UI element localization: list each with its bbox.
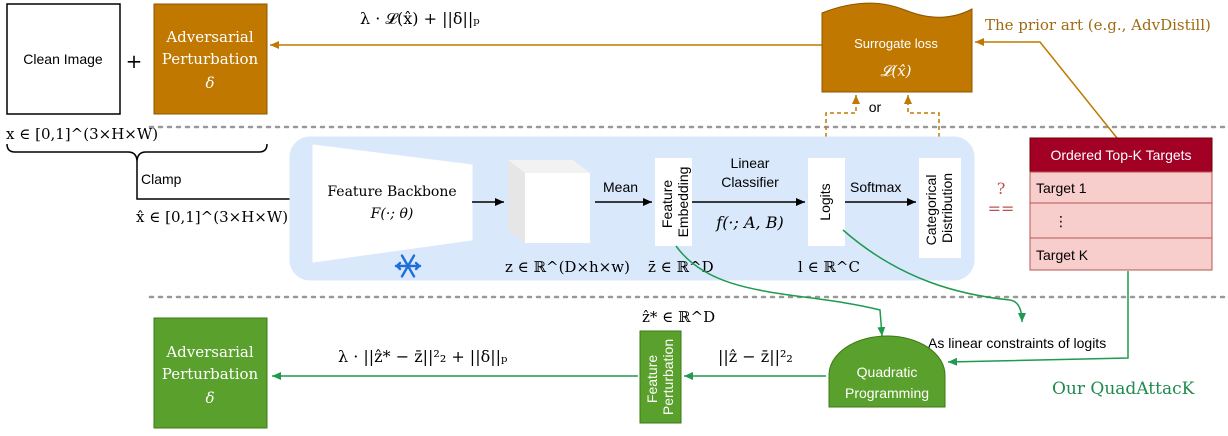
categorical-distribution-box xyxy=(919,158,961,258)
clamp-line xyxy=(136,162,310,203)
feature-backbone: Feature Backbone F(·; θ) xyxy=(312,144,473,263)
feature-embedding-box xyxy=(655,158,692,246)
diff-norm-label: ||ẑ − z̄||²₂ xyxy=(718,347,793,366)
adversarial-perturbation-bottom: Adversarial Perturbation δ xyxy=(153,317,268,429)
logits-label: Logits xyxy=(817,183,833,220)
bottom-objective: λ · ||ẑ* − z̄||²₂ + ||δ||ₚ xyxy=(338,347,507,366)
classifier-formula: f(·; A, B) xyxy=(715,213,783,232)
l-label: l ∈ ℝ^C xyxy=(798,258,860,276)
adv-top-line1: Adversarial xyxy=(165,28,254,46)
zbar-label: z̄ ∈ ℝ^D xyxy=(648,258,714,276)
feature-perturbation-line1: Feature xyxy=(644,355,660,403)
surrogate-formula: 𝓛(x̂) xyxy=(880,62,911,80)
targets-table: Ordered Top-K Targets Target 1 ⋮ Target … xyxy=(1029,137,1213,271)
clean-image-box: Clean Image xyxy=(6,3,121,115)
clean-image-label: Clean Image xyxy=(23,51,103,67)
prior-art-label: The prior art (e.g., AdvDistill) xyxy=(985,16,1211,34)
target-item-k: Target K xyxy=(1036,247,1089,263)
embedding-to-qp-curve xyxy=(675,245,886,337)
clamp-label: Clamp xyxy=(141,171,182,187)
equals-sign: == xyxy=(988,199,1015,218)
top-objective: λ · 𝓛(x̂) + ||δ||ₚ xyxy=(360,9,480,28)
backbone-title: Feature Backbone xyxy=(327,184,456,200)
feature-map-cube xyxy=(508,160,590,243)
mean-label: Mean xyxy=(603,179,638,195)
linear-constraints-label: As linear constraints of logits xyxy=(928,335,1106,351)
plus-sign: + xyxy=(126,49,143,73)
adv-bottom-line2: Perturbation xyxy=(162,365,259,383)
clamp-brace xyxy=(6,143,268,163)
targets-to-qp-line xyxy=(947,271,1129,366)
adversarial-perturbation-top: Adversarial Perturbation δ xyxy=(153,3,268,115)
our-method-label: Our QuadAttacK xyxy=(1052,379,1195,399)
categorical-line2: Distribution xyxy=(939,173,955,243)
feature-perturbation-label: Feature Perturbation xyxy=(644,339,676,415)
snowflake-icon xyxy=(394,254,422,278)
linear-classifier-line2: Classifier xyxy=(721,174,779,190)
adv-bottom-line1: Adversarial xyxy=(165,343,254,361)
target-item-1: Target 1 xyxy=(1036,180,1087,196)
logits-to-constraints-curve xyxy=(842,229,1026,323)
softmax-label: Softmax xyxy=(850,179,901,195)
question-mark: ? xyxy=(997,179,1006,198)
backbone-formula: F(·; θ) xyxy=(370,206,414,222)
adv-bottom-delta: δ xyxy=(205,389,214,407)
adv-top-delta: δ xyxy=(205,74,214,92)
target-item-ellipsis: ⋮ xyxy=(1054,213,1068,229)
logits-to-surrogate-dashed xyxy=(825,95,860,158)
categorical-line1: Categorical xyxy=(923,175,939,246)
feature-embedding-line1: Feature xyxy=(659,180,675,228)
adv-top-line2: Perturbation xyxy=(162,50,259,68)
zstar-label: ẑ* ∈ ℝ^D xyxy=(642,308,715,326)
x-domain-label: x ∈ [0,1]^(3×H×W) xyxy=(6,125,158,143)
feature-perturbation-box xyxy=(639,330,682,424)
qp-line1: Quadratic xyxy=(857,364,918,380)
feature-embedding-line2: Embedding xyxy=(675,167,691,238)
qp-line2: Programming xyxy=(845,385,929,401)
or-label: or xyxy=(869,99,882,115)
categorical-distribution-label: Categorical Distribution xyxy=(923,171,955,246)
targets-to-surrogate-line xyxy=(975,38,1118,139)
quadratic-programming-shape: Quadratic Programming xyxy=(828,335,946,408)
surrogate-loss-shape: Surrogate loss 𝓛(x̂) xyxy=(821,2,973,93)
targets-header: Ordered Top-K Targets xyxy=(1050,147,1191,163)
feature-perturbation-line2: Perturbation xyxy=(660,339,676,415)
feature-embedding-label: Feature Embedding xyxy=(659,167,691,238)
xhat-domain-label: x̂ ∈ [0,1]^(3×H×W) xyxy=(136,208,288,226)
logits-box xyxy=(808,158,845,246)
categorical-to-surrogate-dashed xyxy=(904,95,940,158)
z-label: z ∈ ℝ^(D×h×w) xyxy=(505,258,630,276)
linear-classifier-line1: Linear xyxy=(731,155,770,171)
surrogate-title: Surrogate loss xyxy=(854,36,938,51)
